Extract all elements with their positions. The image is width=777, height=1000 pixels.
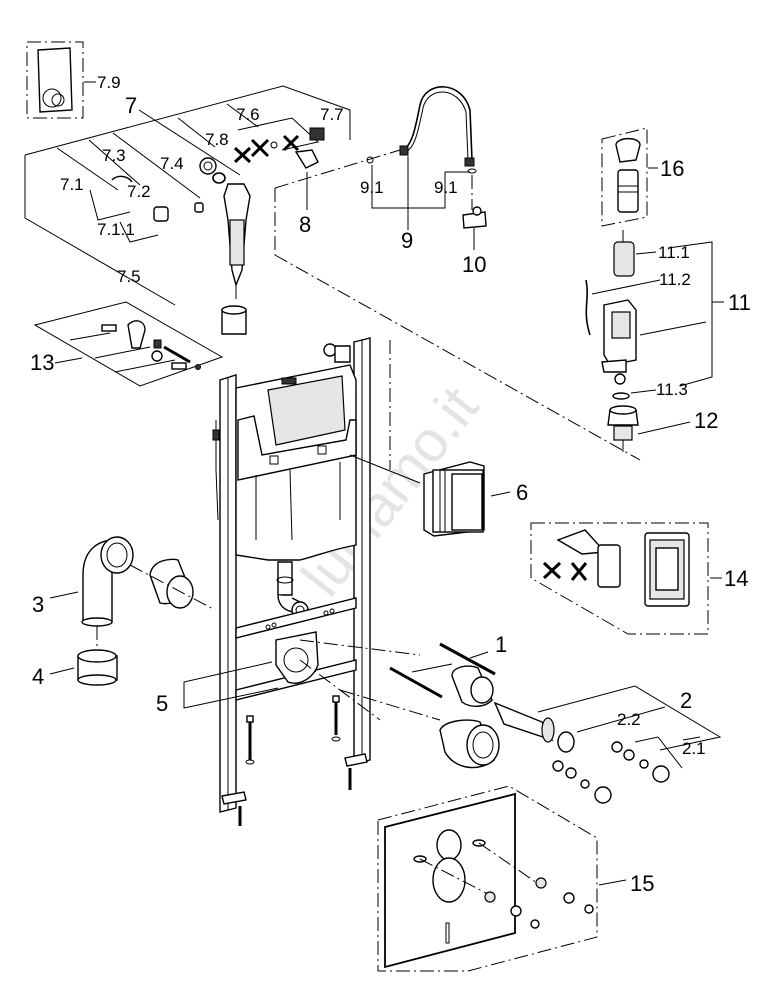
label-15: 15 — [630, 871, 654, 896]
part-connector-sleeve — [129, 558, 216, 611]
label-7-6: 7.6 — [236, 105, 260, 124]
label-11-3: 11.3 — [656, 380, 688, 399]
label-13: 13 — [30, 350, 54, 375]
label-7-1: 7.1 — [60, 175, 84, 194]
label-16: 16 — [660, 156, 684, 181]
label-11: 11 — [728, 290, 751, 315]
part-6-box — [423, 461, 511, 537]
label-5: 5 — [156, 691, 168, 716]
part-14-box — [530, 522, 722, 635]
label-14: 14 — [724, 566, 748, 591]
label-7-1-1: 7.1.1 — [97, 220, 135, 239]
leader-5 — [183, 661, 279, 709]
part-11-flush-valve — [585, 230, 724, 400]
label-7-4: 7.4 — [160, 154, 184, 173]
part-2-fixing-set — [537, 685, 722, 804]
part-15-plate — [377, 785, 627, 972]
label-7: 7 — [125, 93, 137, 118]
label-2-2: 2.2 — [617, 710, 641, 729]
part-12-outlet — [607, 405, 691, 452]
label-7-2: 7.2 — [127, 182, 151, 201]
part-3-bend — [49, 536, 134, 648]
part-4-cap — [49, 649, 118, 686]
label-4: 4 — [32, 664, 44, 689]
label-7-8: 7.8 — [205, 130, 229, 149]
leader-6 — [349, 454, 421, 484]
label-7-7: 7.7 — [320, 105, 344, 124]
part-7-9-bag — [26, 41, 96, 119]
label-10: 10 — [462, 252, 486, 277]
label-9-1-b: 9.1 — [434, 178, 458, 197]
installation-frame — [212, 337, 371, 826]
part-16-box — [601, 127, 658, 227]
label-9-1-a: 9.1 — [360, 178, 384, 197]
part-13-bracket-set — [33, 301, 224, 387]
label-9: 9 — [401, 228, 413, 253]
label-11-1: 11.1 — [658, 243, 690, 262]
label-7-5: 7.5 — [117, 267, 141, 286]
label-11-2: 11.2 — [659, 270, 691, 289]
group-7-outline — [24, 85, 641, 461]
part-9-hose — [274, 86, 487, 250]
label-3: 3 — [32, 592, 44, 617]
part-1-rods — [299, 639, 575, 769]
label-7-9: 7.9 — [97, 73, 121, 92]
label-2-1: 2.1 — [682, 739, 706, 758]
label-1: 1 — [495, 632, 507, 657]
label-6: 6 — [516, 480, 528, 505]
label-8: 8 — [299, 212, 311, 237]
label-2: 2 — [680, 688, 692, 713]
part-7-fill-valve — [111, 127, 325, 335]
label-12: 12 — [694, 408, 718, 433]
label-7-3: 7.3 — [102, 146, 126, 165]
